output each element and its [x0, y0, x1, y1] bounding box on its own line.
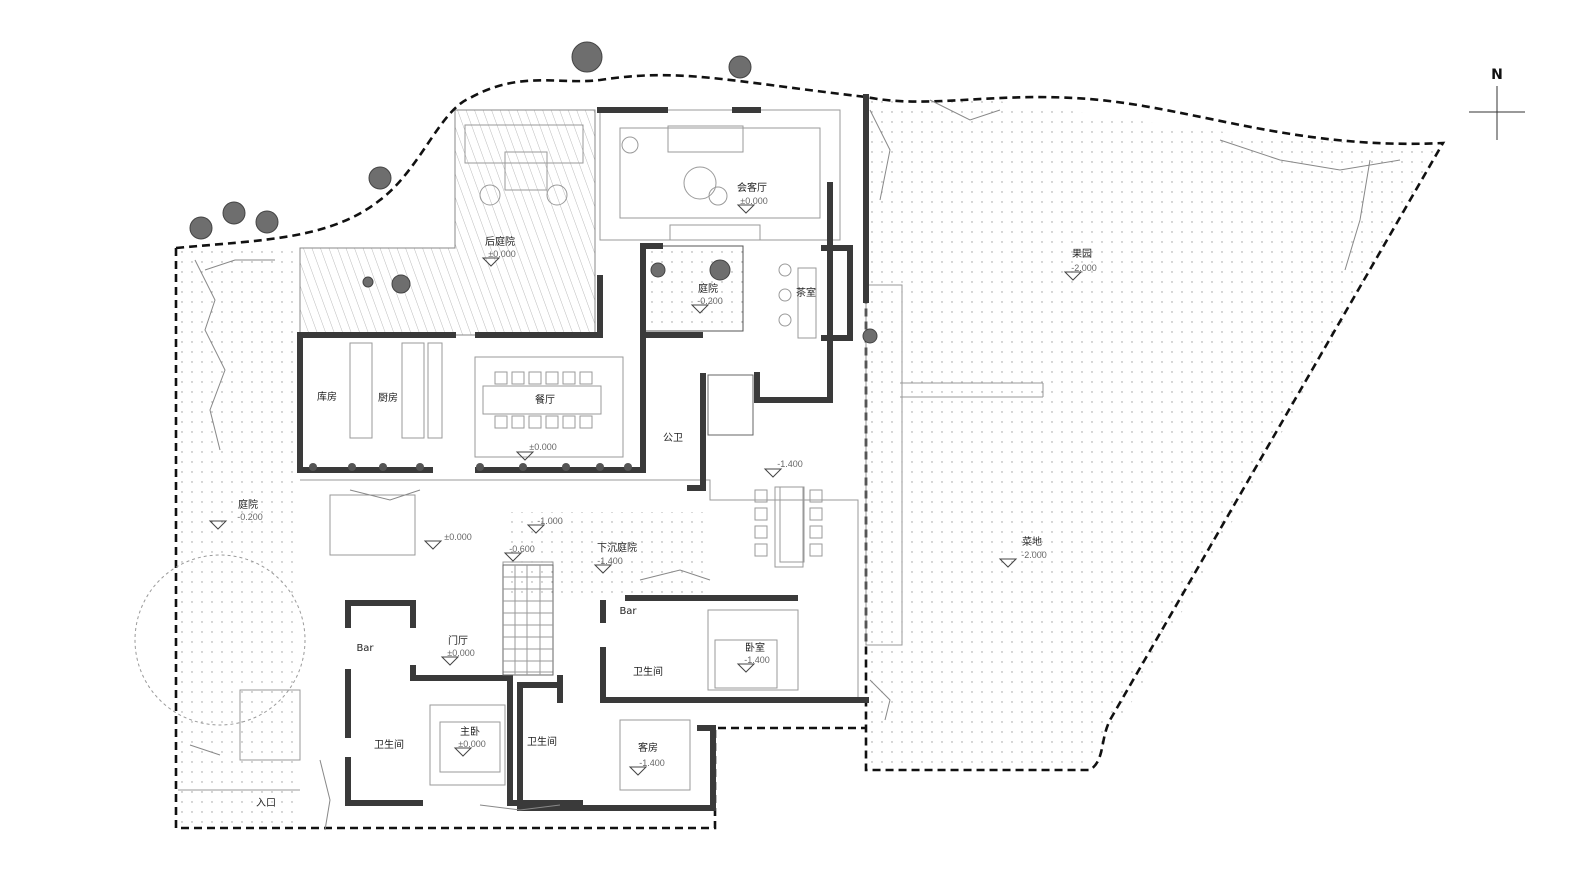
orchard-garden-area: [866, 94, 1443, 771]
label-living-room: 会客厅: [737, 181, 767, 194]
label-bar-west: Bar: [356, 643, 374, 654]
level-step-1: -1.000: [537, 516, 563, 526]
level-west-courtyard: -0.200: [237, 512, 263, 522]
level-inner-courtyard: -0.200: [697, 296, 723, 306]
landscape-fills: [178, 94, 1443, 825]
level-step-2: -0.600: [509, 544, 535, 554]
tree-icon: [222, 201, 246, 225]
tree-icon: [571, 41, 603, 73]
level-back-courtyard: ±0.000: [488, 249, 515, 259]
stairs: [502, 374, 754, 676]
label-back-courtyard: 后庭院: [485, 235, 515, 248]
west-courtyard-area: [178, 250, 298, 825]
label-storage: 库房: [317, 390, 337, 403]
tree-icon: [709, 259, 731, 281]
label-master-bedroom: 主卧: [460, 725, 480, 738]
tree-icon: [862, 328, 878, 344]
site-boundary: [174, 73, 1446, 830]
level-passage: ±0.000: [444, 532, 471, 542]
level-master-bedroom: ±0.000: [458, 739, 485, 749]
label-vegetable-garden: 菜地: [1022, 535, 1042, 548]
level-orchard: -2.000: [1071, 263, 1097, 273]
sunken-courtyard-area: [508, 512, 708, 597]
label-foyer: 门厅: [448, 634, 468, 647]
label-orchard: 果园: [1072, 248, 1092, 260]
north-arrow: N: [1469, 67, 1525, 140]
label-west-courtyard: 庭院: [238, 498, 258, 511]
label-bath-bedroom: 卫生间: [633, 665, 663, 678]
tree-icon: [650, 262, 666, 278]
label-public-wc: 公卫: [663, 433, 683, 444]
label-inner-courtyard: 庭院: [698, 282, 718, 295]
furniture: [349, 124, 823, 791]
tree-icon: [728, 55, 752, 79]
tree-icon: [391, 274, 411, 294]
label-tea-room: 茶室: [796, 286, 816, 299]
level-guest-room: -1.400: [639, 758, 665, 768]
walls: [297, 94, 869, 811]
label-dining: 餐厅: [535, 393, 555, 406]
label-bedroom: 卧室: [745, 641, 765, 654]
label-entrance: 入口: [256, 798, 276, 809]
label-sunken-courtyard: 下沉庭院: [597, 541, 637, 554]
level-living-room: ±0.000: [740, 196, 767, 206]
level-dining: ±0.000: [529, 442, 556, 452]
label-kitchen: 厨房: [378, 391, 398, 404]
level-foyer: ±0.000: [447, 648, 474, 658]
back-courtyard-deck: [299, 109, 596, 336]
label-bath-master: 卫生间: [374, 738, 404, 751]
label-bar-east: Bar: [619, 606, 637, 617]
level-vegetable-garden: -2.000: [1021, 550, 1047, 560]
tree-icon: [189, 216, 213, 240]
label-guest-room: 客房: [638, 741, 658, 754]
tree-icon: [255, 210, 279, 234]
north-label: N: [1491, 67, 1503, 83]
tree-icon: [368, 166, 392, 190]
level-bedroom: -1.400: [744, 655, 770, 665]
level-sunken-courtyard: -1.400: [597, 556, 623, 566]
level-lower-dining: -1.400: [777, 459, 803, 469]
inner-courtyard-area: [644, 245, 744, 332]
columns: [309, 463, 632, 471]
pool: [329, 494, 416, 556]
label-bath-guest: 卫生间: [527, 735, 557, 748]
trees: [189, 41, 878, 344]
bamboo-planting: [189, 99, 1401, 831]
level-markers: [208, 204, 1083, 776]
tree-icon: [362, 276, 374, 288]
room-labels: 后庭院 ±0.000 会客厅 ±0.000 庭院 -0.200 茶室 库房 厨房…: [237, 181, 1097, 809]
